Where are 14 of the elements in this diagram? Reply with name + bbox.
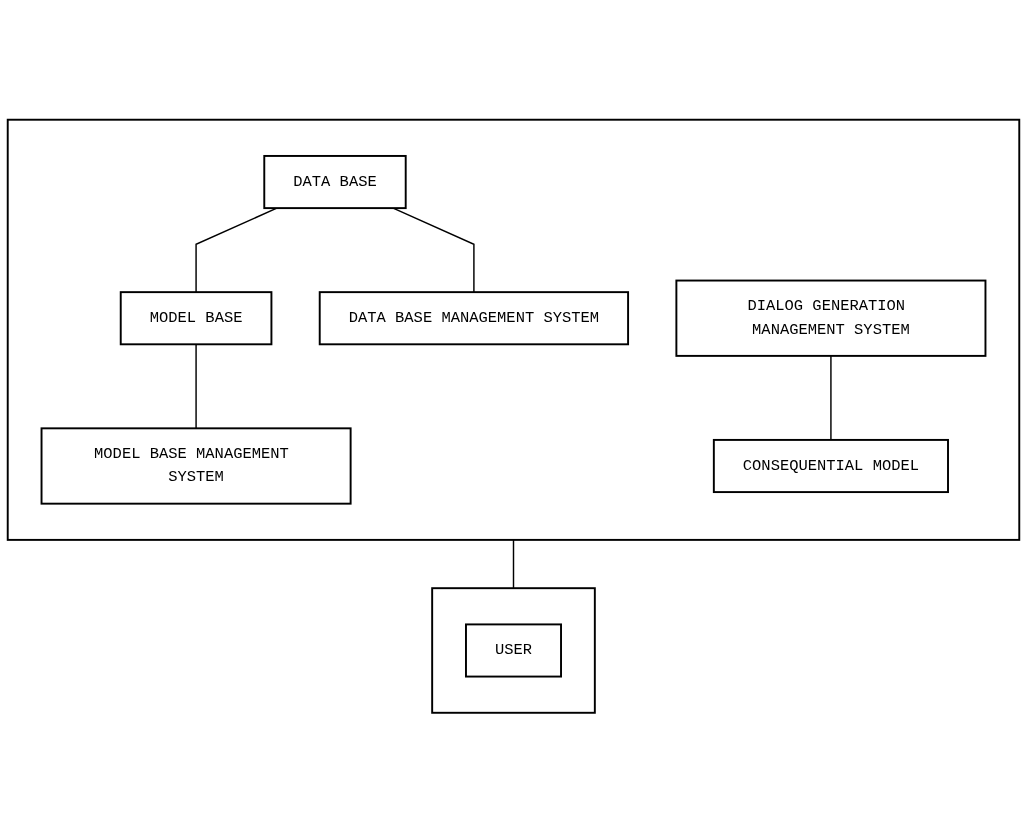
node-box: DIALOG GENERATION MANAGEMENT SYSTEM bbox=[675, 279, 987, 357]
connector bbox=[392, 207, 475, 293]
node-box: MODEL BASE bbox=[119, 290, 273, 345]
node-box: DATA BASE MANAGEMENT SYSTEM bbox=[318, 290, 630, 345]
connector bbox=[195, 343, 197, 429]
connector bbox=[512, 538, 515, 589]
node-box: CONSEQUENTIAL MODEL bbox=[712, 438, 949, 493]
node-box: DATA BASE bbox=[263, 154, 407, 209]
connector bbox=[830, 354, 832, 441]
connector bbox=[195, 207, 278, 293]
node-box: MODEL BASE MANAGEMENT SYSTEM bbox=[40, 427, 352, 505]
cluster bbox=[6, 118, 1021, 541]
node-box: USER bbox=[465, 623, 562, 678]
cluster bbox=[431, 586, 596, 714]
